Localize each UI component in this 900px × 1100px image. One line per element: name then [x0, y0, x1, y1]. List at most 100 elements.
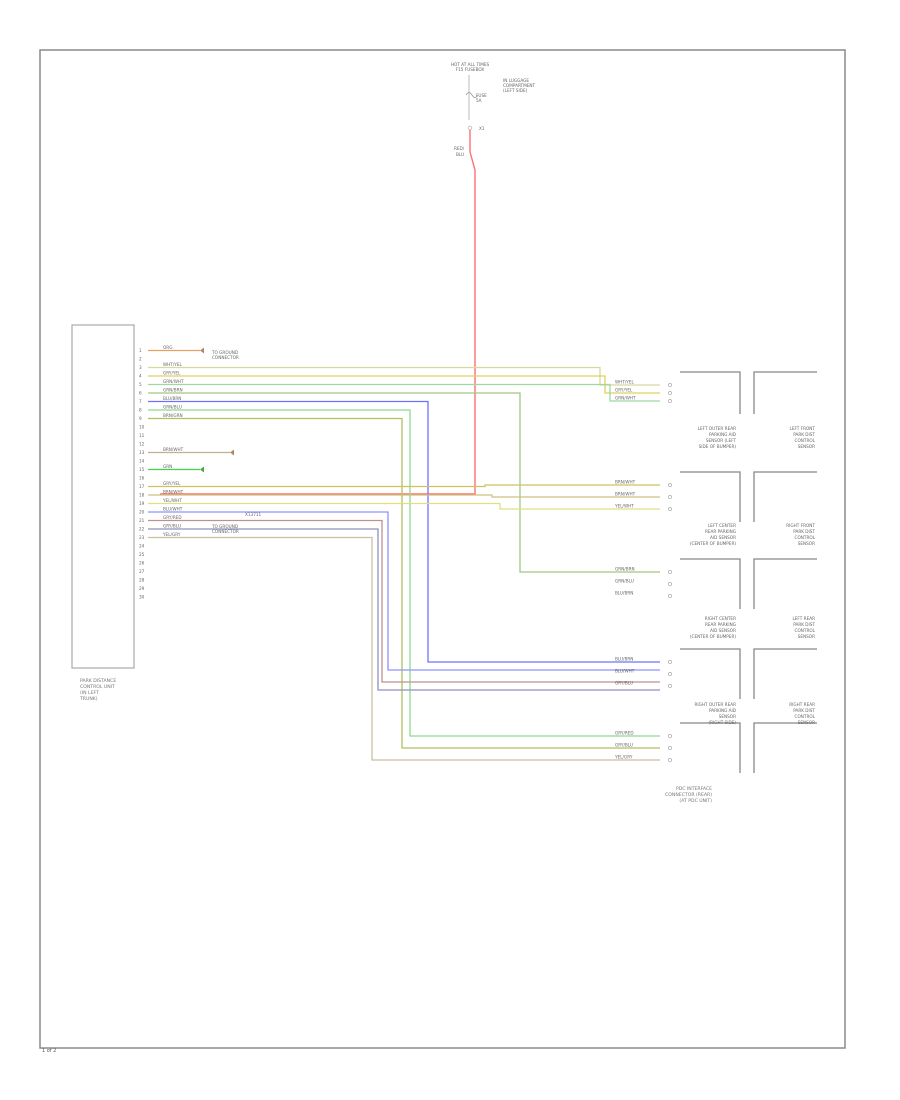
pin-number: 2	[139, 357, 142, 362]
sensor-bracket	[680, 558, 741, 609]
sensor-wire-code: GRN/BRN	[615, 567, 635, 572]
right-sensor-label: CONTROL	[795, 535, 816, 540]
ground-label-2: TO GROUND	[211, 524, 238, 529]
wire-code-label: GRN/WHT	[163, 379, 184, 384]
sensor-label: RIGHT CENTER	[705, 616, 736, 621]
pin-number: 3	[139, 365, 142, 370]
wire-code-label: GRY/RED	[163, 515, 182, 520]
sensor-pin	[668, 660, 672, 664]
sensor-bracket-right	[753, 471, 817, 522]
module-label-2: CONTROL UNIT	[80, 684, 115, 690]
pin-number: 29	[139, 586, 145, 591]
pin-number: 1	[139, 348, 142, 353]
sensor-wire-code: WHT/YEL	[615, 380, 634, 385]
sensor-pin	[668, 399, 672, 403]
fuse-pin: X1	[479, 126, 485, 131]
sensor-pin	[668, 570, 672, 574]
ground-label-1: TO GROUND	[211, 350, 238, 355]
sensor-pin	[668, 672, 672, 676]
ground-arrow-1	[200, 347, 204, 354]
right-sensor-label: SENSOR	[798, 444, 815, 449]
sensor-bracket	[680, 371, 741, 414]
sensor-pin	[668, 495, 672, 499]
pin-number: 8	[139, 408, 142, 413]
right-sensor-label: SENSOR	[798, 634, 815, 639]
sensor-label: PARKING AID	[709, 708, 736, 713]
pin-number: 12	[139, 442, 145, 447]
wire-20	[148, 511, 660, 671]
sensor-pin	[668, 758, 672, 762]
ground-arrow-2	[230, 449, 234, 456]
right-sensor-label: PARK DIST	[793, 622, 815, 627]
pdc-control-unit-box	[71, 324, 135, 669]
wire-code-label: BLU/WHT	[163, 507, 183, 512]
wire-code-label: GRN/BRN	[163, 388, 183, 393]
sensor-label: (RIGHT SIDE)	[709, 720, 737, 725]
sensor-label: AID SENSOR	[710, 628, 736, 633]
pin-number: 5	[139, 382, 142, 387]
right-sensor-label: CONTROL	[795, 628, 816, 633]
sensor-bracket-right	[753, 722, 817, 773]
right-sensor-label: LEFT FRONT	[789, 426, 815, 431]
right-sensor-label: RIGHT REAR	[789, 702, 815, 707]
sensor-label: REAR PARKING	[705, 622, 736, 627]
right-sensor-label: LEFT REAR	[792, 616, 815, 621]
sensor-pin	[668, 507, 672, 511]
page-frame	[39, 49, 846, 1049]
sensor-pin	[668, 684, 672, 688]
fuse-word: FUSE	[476, 93, 487, 98]
sensor-label: (CENTER OF BUMPER)	[690, 541, 736, 546]
sensor-bracket-right	[753, 371, 817, 414]
sensor-label: PARKING AID	[709, 432, 736, 437]
fuse-amperage: 5A	[476, 98, 482, 103]
wire-group	[148, 347, 660, 761]
pin-number: 18	[139, 493, 145, 498]
wire-code-label: YEL/GRY	[162, 532, 181, 537]
fuse-box-label: F15 FUSEBOX	[456, 67, 485, 72]
pin-number: 27	[139, 569, 145, 574]
pin-number: 11	[139, 433, 145, 438]
pin-number: 7	[139, 399, 142, 404]
wire-9	[148, 417, 660, 749]
wire-8	[148, 409, 660, 737]
wire-code-label: GRN/BLU	[163, 405, 182, 410]
sensor-pin	[668, 383, 672, 387]
wire-18	[148, 494, 660, 498]
sensor-pin	[668, 734, 672, 738]
pin-number: 26	[139, 561, 145, 566]
sensor-bracket-right	[753, 648, 817, 699]
pin-number: 19	[139, 501, 145, 506]
wire-code-label: GRY/BLU	[163, 524, 181, 529]
sensor-wire-code: GRY/BLU	[615, 743, 633, 748]
sensor-label: RIGHT OUTER REAR	[694, 702, 736, 707]
sensor-bracket	[680, 471, 741, 522]
fuse-wire-color: BLU	[456, 152, 464, 157]
right-sensor-label: SENSOR	[798, 541, 815, 546]
sensor-label: (CENTER OF BUMPER)	[690, 634, 736, 639]
sensor-bracket-right	[753, 558, 817, 609]
pin-number: 9	[139, 416, 142, 421]
right-sensor-label: PARK DIST	[793, 432, 815, 437]
wire-21	[148, 519, 660, 683]
ground-label-2b: CONNECTOR	[212, 529, 239, 534]
pin-number: 24	[139, 544, 145, 549]
sensor-label: REAR PARKING	[705, 529, 736, 534]
sensor-wire-code: BLU/WHT	[615, 669, 635, 674]
right-sensor-label: CONTROL	[795, 714, 816, 719]
right-sensor-label: RIGHT FRONT	[786, 523, 815, 528]
right-sensor-label: PARK DIST	[793, 529, 815, 534]
sensor-wire-code: YEL/GRY	[614, 755, 633, 760]
wire-code-group: ORGWHT/YELGRY/YELGRN/WHTGRN/BRNBLU/BRNGR…	[162, 345, 184, 537]
pin-number: 15	[139, 467, 145, 472]
sensor-wire-code: GRY/YEL	[615, 388, 633, 393]
pin-number: 23	[139, 535, 145, 540]
fuse-hot-label: HOT AT ALL TIMES	[451, 62, 490, 67]
pin-number: 22	[139, 527, 145, 532]
wire-code-label: GRY/YEL	[163, 371, 181, 376]
pin-number: 21	[139, 518, 145, 523]
sensor-wire-code: BLU/BRN	[615, 591, 633, 596]
fuse-location-2: COMPARTMENT	[503, 83, 536, 88]
sensor-wire-code: BRN/WHT	[615, 480, 636, 485]
sensor-bracket	[680, 648, 741, 699]
